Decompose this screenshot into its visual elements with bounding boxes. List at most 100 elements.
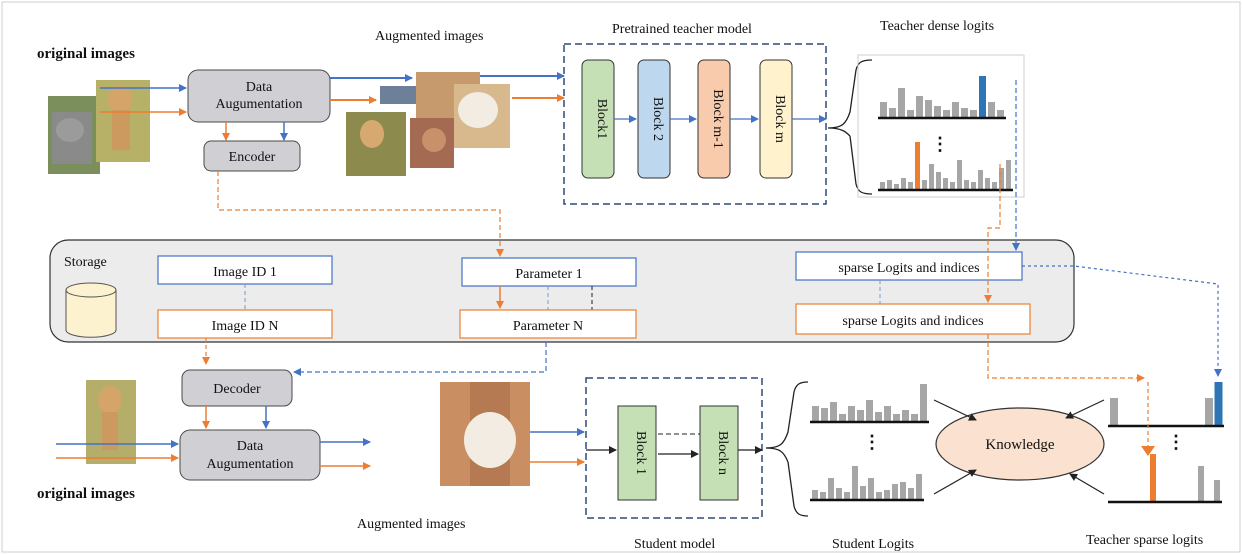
sparse-logits-2-box — [795, 303, 1031, 335]
logit-bar — [860, 486, 866, 500]
logit-bar — [820, 492, 826, 500]
teacher-dense-logits-chart-1 — [878, 76, 1006, 120]
logit-bar — [875, 412, 882, 422]
logit-bar — [839, 414, 846, 422]
logit-bar — [880, 102, 887, 118]
sparse-logits-1-label: sparse Logits and indices — [838, 261, 979, 276]
teacher-block-4-label: Block m — [772, 95, 787, 143]
logit-bar — [857, 410, 864, 422]
decoder-label: Decoder — [213, 382, 261, 397]
logit-bar — [916, 474, 922, 500]
logit-bar — [997, 110, 1004, 118]
logit-bar — [1150, 454, 1156, 502]
logit-bar — [970, 110, 977, 118]
image-id-n-box — [157, 309, 333, 339]
teacher-dense-logits-label: Teacher dense logits — [880, 19, 994, 34]
logit-bar — [844, 492, 850, 500]
student-model-label: Student model — [634, 537, 715, 552]
logit-bar — [929, 164, 934, 190]
augmented-image-bottom — [440, 382, 530, 486]
teacher-brace — [827, 59, 873, 195]
logit-bar — [900, 482, 906, 500]
logit-bar — [934, 106, 941, 118]
logit-bar — [978, 170, 983, 190]
student-brace — [765, 381, 809, 517]
logit-bar — [880, 182, 885, 190]
data-augmentation-bottom-line2: Augumentation — [206, 457, 293, 472]
teacher-dense-logits-chart-2 — [878, 142, 1013, 192]
logit-bar — [894, 184, 899, 190]
data-augmentation-bottom-line1: Data — [237, 439, 264, 454]
knowledge-label: Knowledge — [985, 437, 1054, 453]
data-augmentation-top-line1: Data — [246, 80, 273, 95]
logit-bar — [1110, 398, 1118, 426]
augmented-images-top — [346, 72, 510, 176]
logit-bar — [868, 478, 874, 500]
logit-bar — [961, 108, 968, 118]
logit-bar — [812, 406, 819, 422]
logit-bar — [830, 402, 837, 422]
teacher-sparse-logits-label: Teacher sparse logits — [1086, 533, 1203, 548]
original-images-bottom-label: original images — [37, 486, 135, 502]
student-logits-dots: ⋮ — [863, 432, 881, 452]
logit-bar — [964, 180, 969, 190]
logit-bar — [1198, 466, 1204, 502]
sparse-logits-2-label: sparse Logits and indices — [842, 314, 983, 329]
storage-label: Storage — [64, 255, 107, 270]
teacher-block-1-label: Block1 — [594, 99, 609, 139]
logit-bar — [908, 488, 914, 500]
teacher-sparse-logits-chart-2 — [1108, 454, 1222, 504]
logit-bar — [887, 180, 892, 190]
augmented-images-top-label: Augmented images — [375, 29, 483, 44]
logit-bar — [1214, 480, 1220, 502]
student-block-1-label: Block 1 — [633, 431, 648, 475]
logit-bar — [936, 172, 941, 190]
logit-bar — [920, 384, 927, 422]
logit-bar — [992, 182, 997, 190]
logit-bar — [821, 408, 828, 422]
logit-bar — [971, 182, 976, 190]
logit-bar — [1214, 382, 1223, 426]
logit-bar — [848, 406, 855, 422]
logit-bar — [916, 96, 923, 118]
logit-bar — [884, 490, 890, 500]
original-images-top — [48, 80, 150, 174]
logit-bar — [979, 76, 986, 118]
logit-bar — [812, 490, 818, 500]
student-block-2 — [699, 405, 739, 501]
logit-bar — [988, 102, 995, 118]
encoder-label: Encoder — [229, 150, 276, 165]
data-augmentation-top-line2: Augumentation — [215, 97, 302, 112]
pretrained-teacher-label: Pretrained teacher model — [612, 22, 752, 37]
logit-bar — [901, 178, 906, 190]
teacher-sparse-logits-chart-1 — [1108, 382, 1224, 428]
logit-bar — [866, 400, 873, 422]
logit-bar — [907, 110, 914, 118]
image-id-1-label: Image ID 1 — [213, 265, 277, 280]
image-id-1-box — [157, 255, 333, 285]
logit-bar — [1205, 398, 1213, 426]
original-images-top-label: original images — [37, 46, 135, 62]
logit-bar — [889, 108, 896, 118]
sparse-logits-dots: ⋮ — [1167, 432, 1185, 452]
sparse-logits-1-box — [795, 251, 1023, 281]
student-block-2-label: Block n — [715, 431, 730, 475]
logit-bar — [943, 178, 948, 190]
logit-bar — [915, 142, 920, 190]
logit-bar — [892, 484, 898, 500]
storage-cylinder-icon — [65, 282, 117, 338]
student-logits-chart-2 — [810, 466, 924, 502]
dense-logits-dots: ⋮ — [931, 134, 949, 154]
parameter-1-box — [461, 257, 637, 287]
logit-bar — [898, 88, 905, 118]
logit-bar — [922, 180, 927, 190]
original-images-bottom — [86, 380, 136, 464]
logit-bar — [893, 414, 900, 422]
logit-bar — [852, 466, 858, 500]
logit-bar — [876, 492, 882, 500]
teacher-block-3-label: Block m-1 — [710, 89, 725, 149]
logit-bar — [902, 410, 909, 422]
